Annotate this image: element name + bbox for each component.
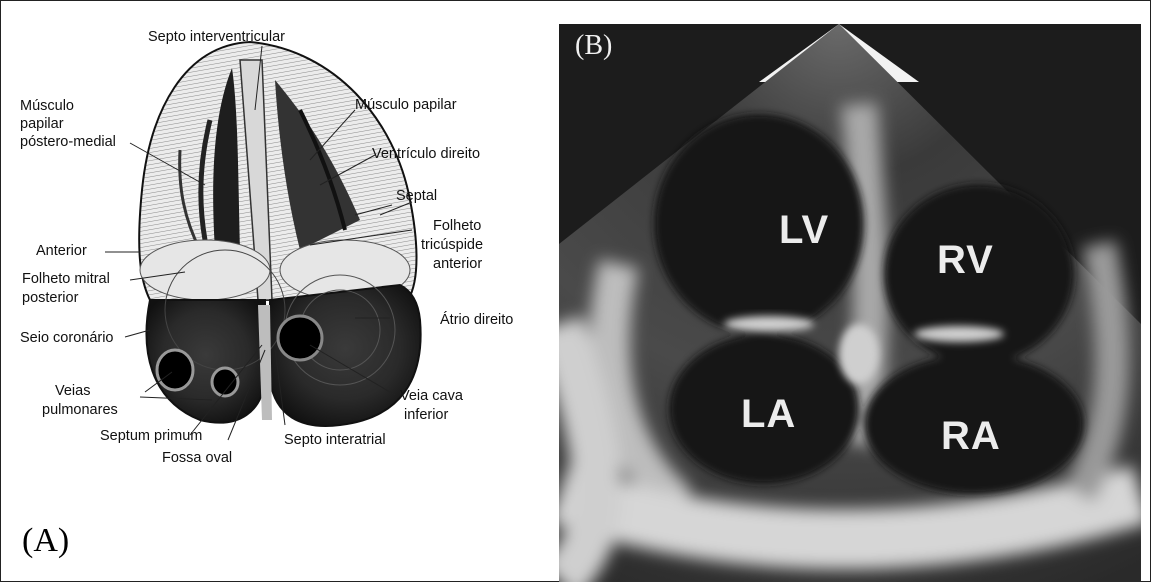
label-folheto-mitral-2: posterior (22, 290, 78, 307)
chamber-label-ra: RA (941, 414, 1001, 459)
label-musculo-papilar-pm-1: Músculo (20, 98, 74, 115)
panel-b-tag: (B) (575, 30, 612, 62)
chamber-label-lv: LV (779, 208, 829, 253)
panel-a-tag: (A) (22, 522, 69, 560)
label-atrio-direito: Átrio direito (440, 312, 513, 329)
label-fossa-oval: Fossa oval (162, 450, 232, 467)
label-veias-pulmonares-2: pulmonares (42, 402, 118, 419)
echo-image (559, 24, 1141, 582)
label-seio-coronario: Seio coronário (20, 330, 114, 347)
panel-b-echocardiogram: LV RV LA RA (B) (559, 24, 1141, 582)
label-veias-pulmonares-1: Veias (55, 383, 90, 400)
label-musculo-papilar: Músculo papilar (355, 97, 457, 114)
label-folheto-mitral-1: Folheto mitral (22, 271, 110, 288)
label-anterior: Anterior (36, 243, 87, 260)
label-septo-interatrial: Septo interatrial (284, 432, 386, 449)
label-veia-cava-2: inferior (404, 407, 448, 424)
chamber-label-rv: RV (937, 238, 994, 283)
label-septo-interventricular: Septo interventricular (148, 29, 285, 46)
panel-a-anatomy: Septo interventricular Músculo papilar p… (0, 0, 560, 582)
label-musculo-papilar-pm-3: póstero-medial (20, 134, 116, 151)
heart-section-drawing (0, 0, 560, 582)
label-folheto-tricuspide-1: Folheto (433, 218, 481, 235)
label-folheto-tricuspide-3: anterior (433, 256, 482, 273)
label-folheto-tricuspide-2: tricúspide (421, 237, 483, 254)
label-musculo-papilar-pm-2: papilar (20, 116, 64, 133)
label-veia-cava-1: Veia cava (400, 388, 463, 405)
label-ventriculo-direito: Ventrículo direito (372, 146, 480, 163)
label-septum-primum: Septum primum (100, 428, 202, 445)
label-septal: Septal (396, 188, 437, 205)
chamber-label-la: LA (741, 392, 796, 437)
